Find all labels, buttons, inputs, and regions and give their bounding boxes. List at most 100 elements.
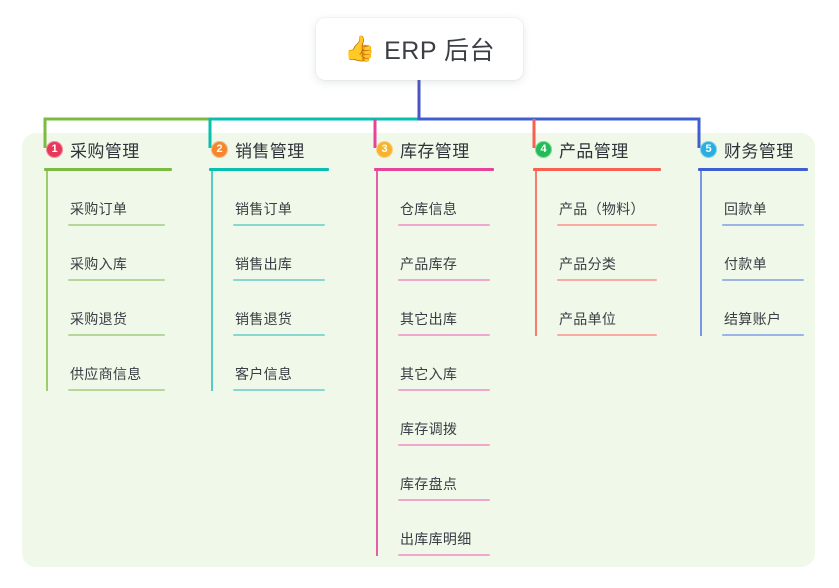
branch-item-label: 销售退货 [235,311,293,328]
branch-number-badge: 2 [211,140,228,158]
branch-column-1: 1 采购管理采购订单采购入库采购退货供应商信息 [44,133,172,391]
branch-column-2: 2 销售管理销售订单销售出库销售退货客户信息 [209,133,329,391]
branch-item-rule [722,224,804,226]
branch-title: 产品管理 [559,141,629,161]
branch-title: 库存管理 [400,141,470,161]
branch-number-badge: 1 [46,140,63,158]
thumbs-up-icon: 👍 [343,34,376,63]
branch-item-rule [68,224,165,226]
branch-item-rule [398,444,490,446]
branch-header-2[interactable]: 2 销售管理 [209,133,329,165]
root-node[interactable]: 👍 ERP 后台 [316,18,523,80]
branch-item[interactable]: 供应商信息 [44,336,172,391]
branch-item-label: 产品分类 [559,256,617,273]
branch-item-label: 客户信息 [235,366,293,383]
branch-item-rule [557,224,657,226]
branch-header-rule [374,168,494,171]
branch-item-rule [233,279,325,281]
branch-item[interactable]: 结算账户 [698,281,808,336]
branch-item-rule [233,389,325,391]
branch-header-1[interactable]: 1 采购管理 [44,133,172,165]
branch-spine [535,171,537,336]
branch-header-rule [698,168,808,171]
branch-header-rule [209,168,329,171]
branch-item-list: 销售订单销售出库销售退货客户信息 [209,171,329,391]
branch-item[interactable]: 销售出库 [209,226,329,281]
branch-item-label: 出库库明细 [400,531,472,548]
branch-item[interactable]: 其它入库 [374,336,494,391]
branch-item-label: 销售出库 [235,256,293,273]
branch-item-label: 产品库存 [400,256,458,273]
branch-item-label: 其它出库 [400,311,458,328]
branch-header-3[interactable]: 3 库存管理 [374,133,494,165]
branch-item-list: 产品（物料） 产品分类产品单位 [533,171,661,336]
branch-item-label: 采购订单 [70,201,128,218]
branch-column-4: 4 产品管理产品（物料） 产品分类产品单位 [533,133,661,336]
branch-item-rule [398,224,490,226]
branch-item[interactable]: 回款单 [698,171,808,226]
branch-number-badge: 4 [535,140,552,158]
branch-item[interactable]: 产品库存 [374,226,494,281]
branch-item-label: 产品（物料） [559,201,645,218]
branch-number-badge: 3 [376,140,393,158]
branch-item-rule [722,334,804,336]
branch-title: 销售管理 [235,141,305,161]
branch-item-label: 回款单 [724,201,767,218]
branch-header-rule [533,168,661,171]
branch-item-rule [68,279,165,281]
branch-item-rule [722,279,804,281]
branch-item-rule [398,279,490,281]
branch-item-rule [398,334,490,336]
branch-item[interactable]: 其它出库 [374,281,494,336]
branch-columns: 1 采购管理采购订单采购入库采购退货供应商信息 2 销售管理销售订单销售出库销售退货客… [0,133,839,573]
branch-item[interactable]: 付款单 [698,226,808,281]
branch-item[interactable]: 销售退货 [209,281,329,336]
branch-item[interactable]: 客户信息 [209,336,329,391]
branch-item-rule [557,279,657,281]
branch-item[interactable]: 仓库信息 [374,171,494,226]
branch-item-rule [398,389,490,391]
branch-column-5: 5 财务管理回款单付款单结算账户 [698,133,808,336]
branch-spine [376,171,378,556]
branch-item-rule [68,389,165,391]
branch-item-rule [68,334,165,336]
branch-spine [211,171,213,391]
branch-column-3: 3 库存管理仓库信息产品库存其它出库其它入库库存调拨库存盘点出库库明细 [374,133,494,556]
branch-title: 采购管理 [70,141,140,161]
branch-item-label: 仓库信息 [400,201,458,218]
branch-item-label: 采购入库 [70,256,128,273]
branch-item[interactable]: 采购入库 [44,226,172,281]
branch-item-rule [398,499,490,501]
branch-item[interactable]: 销售订单 [209,171,329,226]
branch-item-label: 供应商信息 [70,366,142,383]
branch-item[interactable]: 采购退货 [44,281,172,336]
branch-item[interactable]: 库存盘点 [374,446,494,501]
branch-item-label: 结算账户 [724,311,782,328]
branch-header-5[interactable]: 5 财务管理 [698,133,808,165]
branch-item-label: 其它入库 [400,366,458,383]
branch-item[interactable]: 采购订单 [44,171,172,226]
root-title: ERP 后台 [384,37,496,65]
branch-item-label: 库存调拨 [400,421,458,438]
branch-item[interactable]: 产品单位 [533,281,661,336]
branch-item[interactable]: 产品分类 [533,226,661,281]
branch-item[interactable]: 产品（物料） [533,171,661,226]
branch-item-label: 销售订单 [235,201,293,218]
branch-item-rule [557,334,657,336]
branch-item-list: 回款单付款单结算账户 [698,171,808,336]
branch-item-rule [233,334,325,336]
branch-item[interactable]: 库存调拨 [374,391,494,446]
branch-item-label: 产品单位 [559,311,617,328]
branch-header-4[interactable]: 4 产品管理 [533,133,661,165]
branch-spine [700,171,702,336]
branch-item-list: 采购订单采购入库采购退货供应商信息 [44,171,172,391]
branch-spine [46,171,48,391]
branch-panel-background [22,133,815,567]
branch-item-list: 仓库信息产品库存其它出库其它入库库存调拨库存盘点出库库明细 [374,171,494,556]
branch-number-badge: 5 [700,140,717,158]
branch-title: 财务管理 [724,141,794,161]
branch-item-label: 付款单 [724,256,767,273]
branch-item[interactable]: 出库库明细 [374,501,494,556]
branch-item-rule [233,224,325,226]
branch-header-rule [44,168,172,171]
